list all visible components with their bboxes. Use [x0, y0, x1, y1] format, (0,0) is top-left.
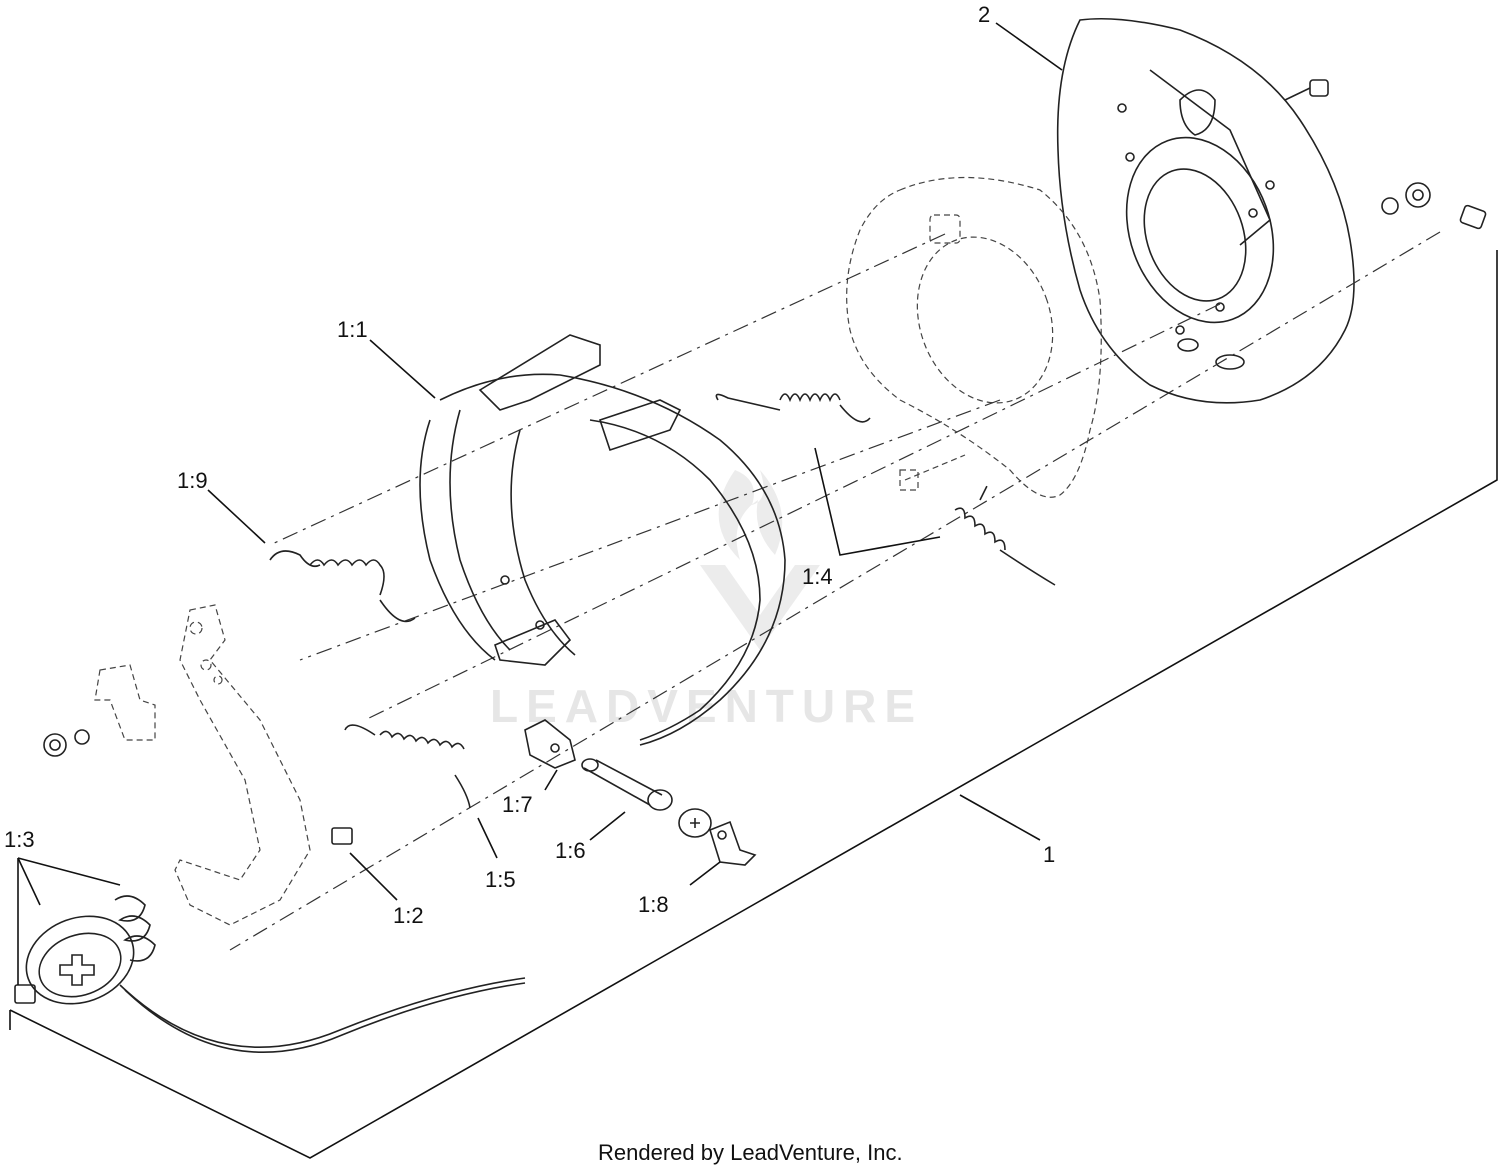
pin-1-6 — [581, 758, 712, 838]
magnet-assembly-1-3 — [14, 895, 526, 1053]
spring-1-9 — [269, 550, 416, 623]
anchor-plate — [846, 176, 1102, 498]
callout-1-9: 1:9 — [177, 468, 208, 493]
lever-nut — [43, 729, 90, 757]
assembly-frame — [9, 250, 1498, 1159]
callout-1: 1 — [1043, 842, 1055, 867]
callout-1-4: 1:4 — [802, 564, 833, 589]
callout-1-2: 1:2 — [393, 903, 424, 928]
plate-hardware — [1284, 79, 1487, 230]
watermark-text: LEADVENTURE — [490, 680, 923, 732]
clip-1-7 — [524, 719, 576, 769]
spring-1-5 — [344, 724, 471, 809]
center-lines — [229, 231, 1441, 951]
block-1-2 — [331, 827, 353, 845]
callout-1-7: 1:7 — [502, 792, 533, 817]
spring-1-4-upper — [715, 393, 871, 423]
leadventure-watermark: LEADVENTURE — [490, 470, 923, 732]
callout-1-6: 1:6 — [555, 838, 586, 863]
footer-credit: Rendered by LeadVenture, Inc. — [598, 1140, 903, 1165]
callout-1-1: 1:1 — [337, 317, 368, 342]
spring-1-4-lower — [954, 485, 1056, 586]
clip-1-8 — [709, 820, 757, 866]
callout-1-5: 1:5 — [485, 867, 516, 892]
callout-2: 2 — [978, 2, 990, 27]
leader-lines — [17, 22, 1063, 985]
callout-1-3: 1:3 — [4, 827, 35, 852]
brake-shoe-assembly — [419, 334, 786, 746]
brake-lever — [94, 604, 311, 926]
backing-plate — [1056, 17, 1355, 404]
callout-1-8: 1:8 — [638, 892, 669, 917]
